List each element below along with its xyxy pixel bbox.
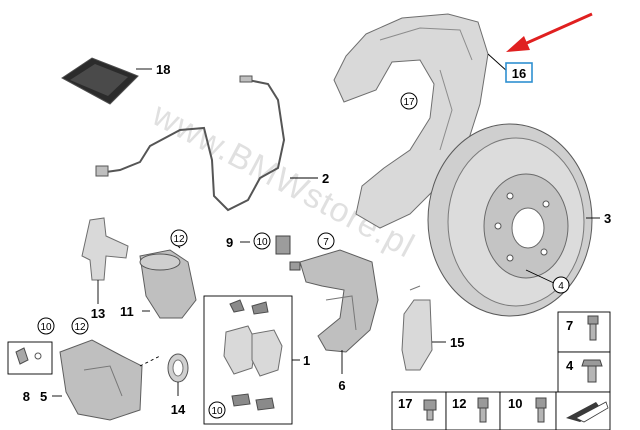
callout-4[interactable]: 4: [558, 281, 564, 292]
legend-item-7[interactable]: 7: [566, 315, 599, 341]
callout-1[interactable]: 1: [303, 353, 310, 368]
leader-16: [487, 53, 509, 73]
callout-6[interactable]: 6: [338, 378, 345, 393]
part-16-dust-shield[interactable]: [333, 13, 489, 229]
callout-12b[interactable]: 12: [74, 322, 86, 333]
part-8-bleeder[interactable]: [15, 347, 42, 365]
legend-item-10[interactable]: 10: [508, 396, 547, 423]
callout-11[interactable]: 11: [120, 304, 134, 319]
part-11-parking-motor[interactable]: [139, 249, 197, 319]
callout-14[interactable]: 14: [171, 402, 186, 417]
callout-15[interactable]: 15: [450, 335, 464, 350]
next-page-arrow-icon[interactable]: [566, 401, 609, 423]
callout-circle-12b[interactable]: [71, 317, 89, 335]
legend-label-17: 17: [398, 396, 412, 411]
callout-16-box[interactable]: [505, 62, 533, 83]
callout-7[interactable]: 7: [323, 237, 329, 248]
leader-14-dash: [139, 355, 161, 367]
callout-2[interactable]: 2: [322, 171, 329, 186]
callout-10c[interactable]: 10: [40, 322, 52, 333]
part-2-wear-sensor[interactable]: [95, 75, 286, 212]
callout-3[interactable]: 3: [604, 211, 611, 226]
leader-4: [525, 269, 557, 285]
part-15-spring-clip[interactable]: [401, 285, 433, 371]
part-3-brake-disc[interactable]: [427, 123, 593, 317]
callout-circle-4[interactable]: [552, 276, 570, 294]
legend-label-7: 7: [566, 318, 573, 333]
callout-12a[interactable]: 12: [173, 234, 185, 245]
callout-circle-7[interactable]: [317, 232, 335, 250]
legend-label-12: 12: [452, 396, 466, 411]
part-1-brake-pads[interactable]: [223, 299, 283, 411]
part-9-guide-bolt[interactable]: [275, 235, 301, 271]
legend-label-4: 4: [566, 358, 574, 373]
part-5-caliper[interactable]: [59, 339, 143, 421]
part-18-cover[interactable]: [61, 57, 139, 105]
red-arrow-icon: [506, 12, 593, 52]
callout-18[interactable]: 18: [156, 62, 170, 77]
callout-17[interactable]: 17: [403, 97, 415, 108]
callout-16[interactable]: 16: [512, 66, 526, 81]
callout-10b[interactable]: 10: [211, 406, 223, 417]
callout-circle-10c[interactable]: [37, 317, 55, 335]
part-6-caliper-carrier[interactable]: [299, 249, 379, 353]
part-14-seal-ring[interactable]: [167, 353, 189, 383]
callout-5[interactable]: 5: [40, 389, 47, 404]
callout-13[interactable]: 13: [91, 306, 105, 321]
callout-circle-10b[interactable]: [208, 401, 226, 419]
callout-circle-17[interactable]: [400, 92, 418, 110]
legend-item-4[interactable]: 4: [566, 358, 603, 383]
callout-circle-12a[interactable]: [170, 229, 188, 247]
callout-8[interactable]: 8: [23, 389, 30, 404]
part-13-bracket[interactable]: [81, 217, 129, 281]
legend-item-17[interactable]: 17: [398, 396, 437, 421]
legend-label-10: 10: [508, 396, 522, 411]
part-8-frame: [7, 341, 53, 375]
callout-circle-10a[interactable]: [253, 232, 271, 250]
legend-item-12[interactable]: 12: [452, 396, 489, 423]
callout-9[interactable]: 9: [226, 235, 233, 250]
callout-10a[interactable]: 10: [256, 237, 268, 248]
